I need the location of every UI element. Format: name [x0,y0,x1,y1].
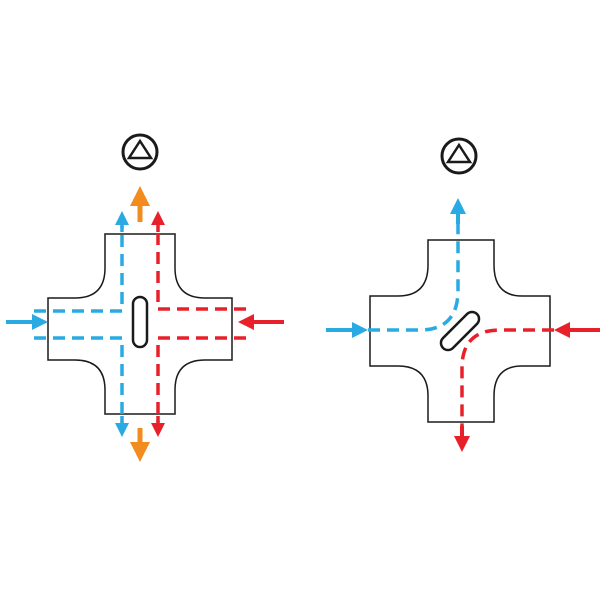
fan-symbol-icon [121,133,159,171]
diagonal-damper [439,310,481,352]
hot-flow-path [460,328,554,428]
cold-flow-bottom-path [34,336,124,422]
cold-flow-top-path [34,226,124,313]
cold-flow-path [368,222,460,332]
fan-symbol-icon [440,137,478,175]
hot-flow-top-path [156,226,246,311]
cross-housing-outline [369,239,551,423]
hot-flow-bottom-path [156,336,246,422]
right-diagram [326,137,600,452]
center-damper [131,295,149,349]
left-diagram [6,133,284,462]
cross-housing-outline [47,233,233,415]
